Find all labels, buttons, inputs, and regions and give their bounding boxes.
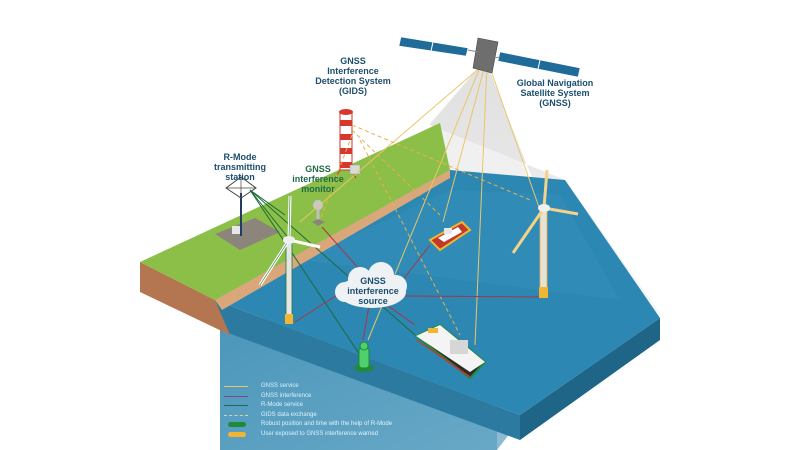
rmode-station-pad xyxy=(215,218,280,250)
interference-cloud-icon xyxy=(335,262,407,308)
gids-label: GNSS Interference Detection System (GIDS… xyxy=(315,56,391,96)
rmode-service-swatch xyxy=(224,405,248,407)
green-buoy xyxy=(354,341,374,372)
water-surface xyxy=(215,170,660,415)
rmode-station-hut xyxy=(232,226,242,234)
rmode-station-label: R-Mode transmitting station xyxy=(213,152,266,182)
legend: GNSS service GNSS interference R-Mode se… xyxy=(224,382,484,440)
legend-item-gids-data-exchange: GIDS data exchange xyxy=(224,411,484,421)
gnss-interference-lines xyxy=(294,226,541,341)
legend-label: GNSS service xyxy=(261,383,299,389)
interference-monitor-label: GNSS interference monitor xyxy=(292,164,344,194)
gids-data-exchange-lines xyxy=(319,124,531,336)
legend-label: GIDS data exchange xyxy=(261,411,317,418)
gids-exchange-swatch xyxy=(224,414,248,416)
legend-label: User exposed to GNSS interference warned xyxy=(261,430,379,437)
gnss-service-swatch xyxy=(224,386,248,387)
wind-turbine-right xyxy=(511,169,579,298)
legend-item-gnss-service: GNSS service xyxy=(224,382,484,392)
legend-item-rmode-service: R-Mode service xyxy=(224,401,484,411)
wind-turbine-left xyxy=(258,195,321,324)
beach-strip xyxy=(215,170,450,310)
interference-source-label: GNSS interference source xyxy=(347,276,399,306)
legend-item-robust-position: Robust position and time with the help o… xyxy=(224,420,484,430)
land-top xyxy=(140,123,450,300)
rmode-service-lines xyxy=(249,189,416,356)
satellite-icon xyxy=(398,36,581,78)
legend-item-gnss-interference: GNSS interference xyxy=(224,392,484,402)
legend-label: GNSS interference xyxy=(261,392,312,399)
legend-item-user-warned: User exposed to GNSS interference warned xyxy=(224,430,484,440)
small-vessel xyxy=(428,220,472,252)
user-warned-swatch xyxy=(228,431,246,437)
legend-label: Robust position and time with the help o… xyxy=(261,421,393,428)
gnss-interference-swatch xyxy=(224,395,248,397)
gnss-label: Global Navigation Satellite System (GNSS… xyxy=(516,78,594,108)
legend-label: R-Mode service xyxy=(261,402,304,409)
robust-position-swatch xyxy=(228,422,246,428)
cargo-ship xyxy=(414,323,487,380)
water-slab-right-face xyxy=(520,318,660,440)
gnss-service-lines xyxy=(299,64,541,346)
land-side-face xyxy=(140,262,230,335)
interference-monitor xyxy=(312,200,325,226)
